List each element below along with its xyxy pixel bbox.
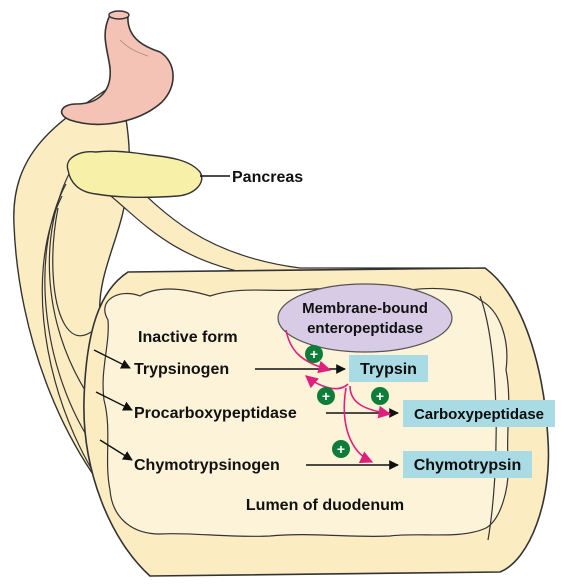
duct-arrow-chymotrypsinogen (99, 439, 133, 461)
active-enzyme-carboxypeptidase: Carboxypeptidase (414, 406, 544, 423)
enteropeptidase-bubble (277, 283, 453, 353)
pancreas-label: Pancreas (232, 169, 303, 186)
svg-text:+: + (376, 388, 384, 404)
esophagus-opening (108, 10, 130, 20)
svg-text:+: + (322, 388, 330, 404)
enteropeptidase-label-line2: enteropeptidase (307, 320, 423, 337)
plus-badge: + (317, 387, 335, 405)
stomach-fold (119, 39, 149, 57)
activation-arrow-trypsin-to-carboxypeptidase (349, 385, 392, 419)
plus-badge: + (305, 345, 323, 363)
zymogen-trypsinogen: Trypsinogen (134, 361, 229, 378)
activation-arrow-enteropeptidase-to-trypsin (285, 329, 332, 374)
inactive-form-heading: Inactive form (138, 329, 238, 346)
svg-text:+: + (310, 346, 318, 362)
active-box-carboxypeptidase (403, 400, 555, 427)
svg-text:+: + (337, 441, 345, 457)
stomach-shape (60, 14, 174, 126)
active-enzyme-chymotrypsin: Chymotrypsin (414, 457, 522, 474)
plus-badge: + (332, 440, 350, 458)
zymogen-procarboxypeptidase: Procarboxypeptidase (134, 405, 297, 422)
lumen-label: Lumen of duodenum (246, 497, 404, 514)
duct-arrow-trypsinogen (93, 349, 131, 369)
pancreas-shape (66, 150, 203, 199)
active-box-chymotrypsin (403, 451, 532, 478)
duct-arrow-procarboxypeptidase (95, 391, 133, 411)
enteropeptidase-label-line1: Membrane-bound (302, 300, 428, 317)
activation-arrow-trypsin-to-chymotrypsin (343, 387, 374, 464)
plus-badge: + (371, 387, 389, 405)
zymogen-chymotrypsinogen: Chymotrypsinogen (134, 457, 280, 474)
active-enzyme-trypsin: Trypsin (360, 361, 417, 378)
active-box-trypsin (349, 355, 428, 382)
